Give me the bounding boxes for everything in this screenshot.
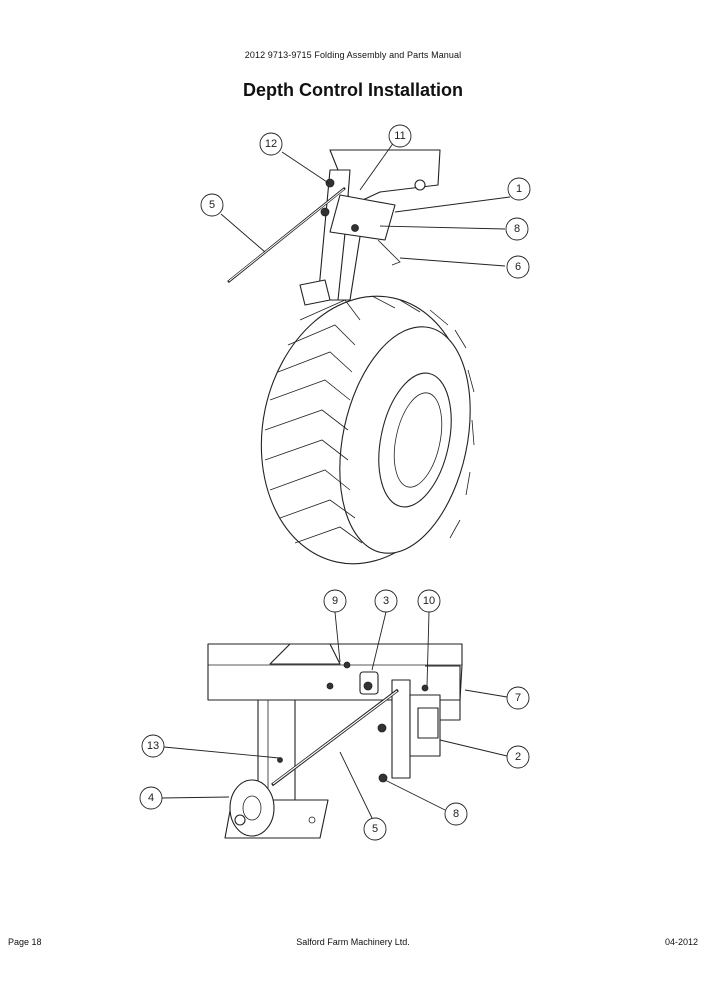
callout-12: 12 <box>259 132 283 156</box>
callout-1: 1 <box>507 177 531 201</box>
callout-5-bottom: 5 <box>363 817 387 841</box>
callout-4: 4 <box>139 786 163 810</box>
svg-text:8: 8 <box>453 808 459 820</box>
page-title: Depth Control Installation <box>243 80 463 100</box>
callout-11: 11 <box>388 124 412 148</box>
page-number: Page 18 <box>8 937 42 947</box>
callout-7: 7 <box>506 686 530 710</box>
bottom-assembly-drawing <box>161 611 508 839</box>
svg-text:13: 13 <box>147 740 159 752</box>
svg-text:3: 3 <box>383 595 389 607</box>
svg-text:5: 5 <box>209 199 215 211</box>
callout-5-top: 5 <box>200 193 224 217</box>
svg-text:6: 6 <box>515 261 521 273</box>
callout-3: 3 <box>374 589 398 613</box>
svg-text:9: 9 <box>332 595 338 607</box>
svg-text:2: 2 <box>515 751 521 763</box>
svg-text:1: 1 <box>516 183 522 195</box>
callout-2: 2 <box>506 745 530 769</box>
svg-text:10: 10 <box>423 595 435 607</box>
svg-text:4: 4 <box>148 792 154 804</box>
svg-text:11: 11 <box>394 130 405 142</box>
svg-text:5: 5 <box>372 823 378 835</box>
callout-8-top: 8 <box>505 217 529 241</box>
revision-date: 04-2012 <box>664 937 698 947</box>
callout-13: 13 <box>141 734 165 758</box>
manual-header: 2012 9713-9715 Folding Assembly and Part… <box>244 50 462 60</box>
top-assembly-drawing <box>220 141 511 565</box>
callout-10: 10 <box>417 589 441 613</box>
company-name: Salford Farm Machinery Ltd. <box>296 937 410 947</box>
svg-text:12: 12 <box>265 138 277 150</box>
callout-9: 9 <box>323 589 347 613</box>
callout-6: 6 <box>506 255 530 279</box>
svg-text:8: 8 <box>514 223 520 235</box>
svg-text:7: 7 <box>515 692 521 704</box>
callout-8-bottom: 8 <box>444 802 468 826</box>
